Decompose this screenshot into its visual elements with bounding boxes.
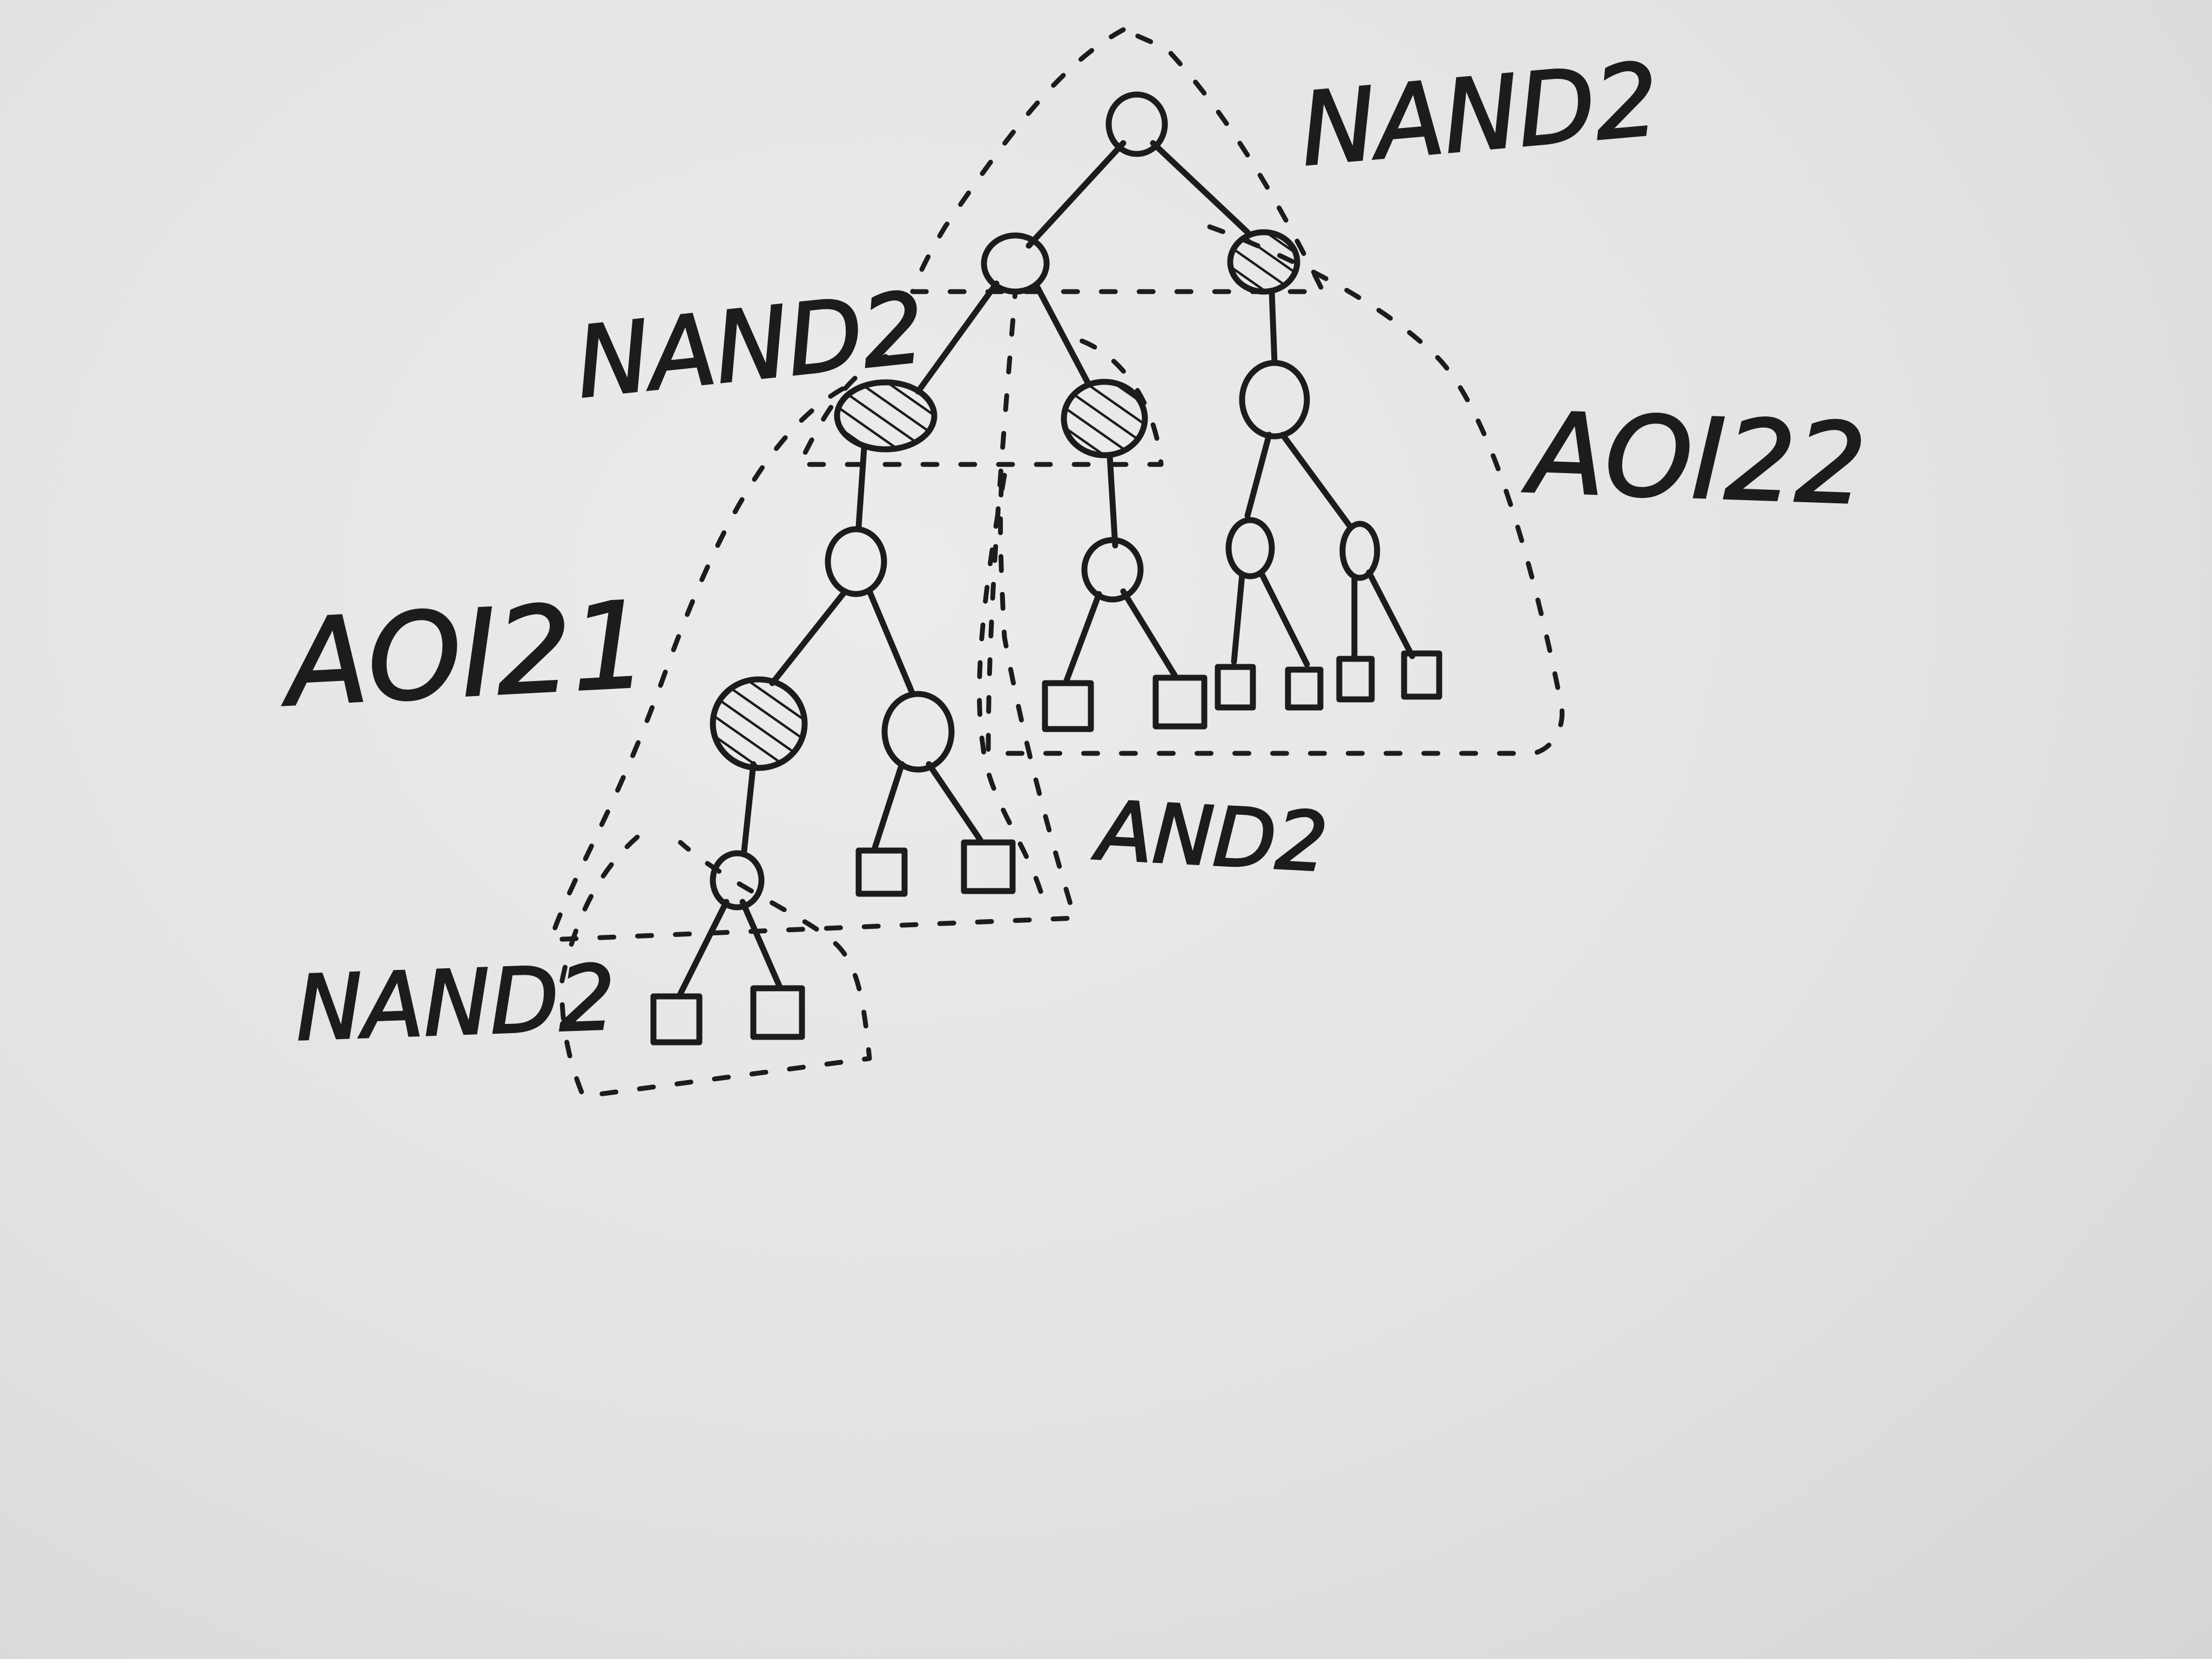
group-nand2-mid bbox=[797, 338, 1164, 467]
node-l4-plain bbox=[881, 691, 955, 773]
edge-l-lr bbox=[1034, 283, 1091, 387]
edge-r-r1 bbox=[1269, 288, 1278, 365]
node-l1-left bbox=[981, 232, 1050, 295]
tree-edges bbox=[677, 140, 1415, 997]
edge-l-ll bbox=[915, 280, 1000, 395]
edge-lrc-l bbox=[1063, 591, 1102, 684]
node-l3-left bbox=[825, 526, 887, 597]
leaf-box bbox=[650, 993, 703, 1046]
edge-rb-r bbox=[1366, 569, 1415, 659]
leaf-box bbox=[1042, 680, 1094, 732]
label-nand2-top: NAND2 bbox=[1296, 41, 1663, 188]
leaf-box bbox=[1215, 664, 1256, 711]
node-l5 bbox=[710, 850, 765, 911]
leaf-box bbox=[750, 985, 805, 1040]
label-aoi22: AOI22 bbox=[1521, 389, 1868, 530]
edge-lo-r bbox=[926, 761, 983, 843]
cover-groups bbox=[548, 27, 1565, 1099]
leaf-box bbox=[1401, 650, 1442, 700]
edge-lr-c bbox=[1107, 453, 1118, 549]
edge-lo-l bbox=[872, 761, 905, 851]
label-aoi21: AOI21 bbox=[276, 576, 651, 733]
node-l3-mid bbox=[1081, 537, 1144, 603]
edge-root-r bbox=[1150, 140, 1251, 235]
group-nand2-bottom bbox=[559, 834, 872, 1099]
edge-lrc-r bbox=[1120, 588, 1178, 678]
group-and2 bbox=[977, 473, 1045, 899]
node-l4-hatched bbox=[710, 676, 808, 771]
leaf-box bbox=[1285, 666, 1324, 711]
cell-labels: NAND2 NAND2 AOI22 AOI21 AND2 NAND2 bbox=[275, 40, 1869, 1062]
node-root bbox=[1105, 91, 1168, 157]
group-aoi22 bbox=[986, 224, 1565, 756]
leaf-box bbox=[855, 847, 908, 897]
edge-r1-b bbox=[1279, 431, 1353, 530]
edge-lhc-l bbox=[677, 899, 730, 997]
edge-ll-c bbox=[855, 445, 867, 530]
edge-llc-l bbox=[769, 588, 848, 686]
node-l1-right-hatched bbox=[1227, 229, 1300, 295]
node-l2-right bbox=[1239, 360, 1310, 440]
edge-r1-a bbox=[1244, 431, 1272, 519]
edge-ra-r bbox=[1258, 569, 1310, 667]
label-and2: AND2 bbox=[1091, 784, 1330, 890]
input-leaves bbox=[650, 650, 1442, 1046]
edge-llc-r bbox=[866, 588, 916, 697]
label-nand2-bottom: NAND2 bbox=[294, 946, 617, 1061]
edge-lhc-r bbox=[739, 899, 784, 992]
leaf-box bbox=[1336, 656, 1375, 703]
edge-ra-l bbox=[1231, 572, 1245, 665]
leaf-box bbox=[961, 839, 1016, 894]
node-l2-left-hatched bbox=[834, 379, 938, 453]
node-l2-mid-hatched bbox=[1061, 379, 1148, 458]
leaf-box bbox=[1152, 675, 1208, 730]
node-l3-right-a bbox=[1225, 517, 1275, 579]
edge-lh-c bbox=[741, 761, 757, 854]
tree-nodes bbox=[710, 91, 1380, 911]
group-aoi21 bbox=[548, 386, 1077, 942]
group-nand2-top bbox=[910, 27, 1326, 294]
node-l3-right-b bbox=[1339, 521, 1380, 581]
edge-root-l bbox=[1026, 140, 1127, 249]
